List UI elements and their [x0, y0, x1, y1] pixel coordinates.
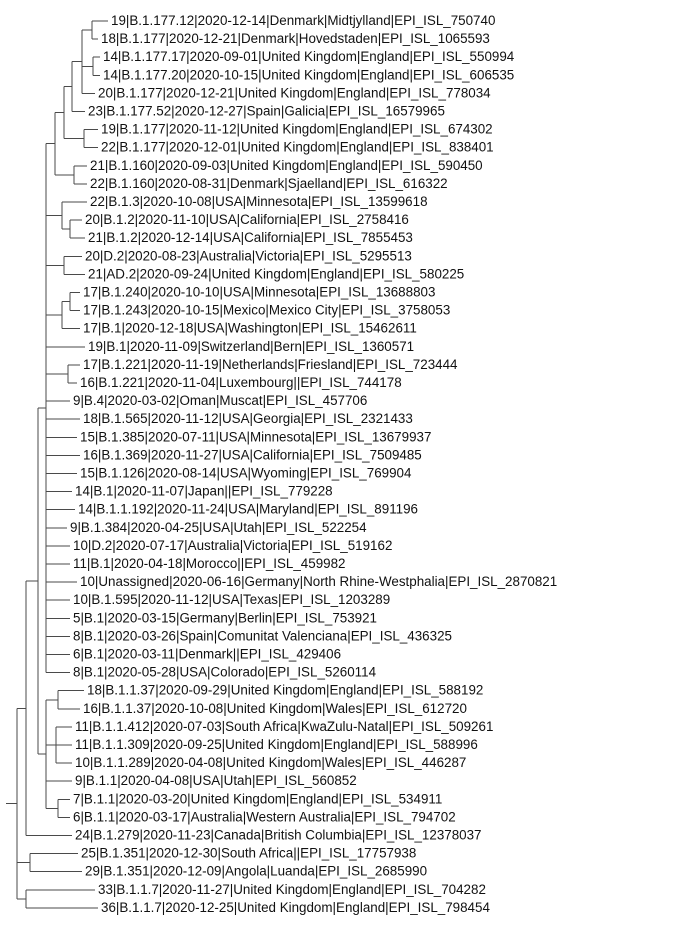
leaf-label: 14|B.1.1.192|2020-11-24|USA|Maryland|EPI… [78, 502, 418, 517]
leaf-label: 9|B.1.384|2020-04-25|USA|Utah|EPI_ISL_52… [70, 520, 367, 535]
leaf-label: 16|B.1.1.37|2020-10-08|United Kingdom|Wa… [83, 701, 467, 716]
leaf-label: 10|B.1.1.289|2020-04-08|United Kingdom|W… [75, 755, 466, 770]
leaf-label: 16|B.1.369|2020-11-27|USA|California|EPI… [83, 447, 422, 462]
leaf-label: 17|B.1.240|2020-10-10|USA|Minnesota|EPI_… [83, 285, 435, 300]
leaf-label: 20|B.1.2|2020-11-10|USA|California|EPI_I… [85, 212, 409, 227]
leaf-label: 20|D.2|2020-08-23|Australia|Victoria|EPI… [85, 248, 412, 263]
leaf-label: 9|B.1.1|2020-04-08|USA|Utah|EPI_ISL_5608… [75, 773, 357, 788]
leaf-label: 20|B.1.177|2020-12-21|United Kingdom|Eng… [98, 85, 491, 100]
leaf-label: 22|B.1.3|2020-10-08|USA|Minnesota|EPI_IS… [90, 194, 428, 209]
leaf-label: 10|Unassigned|2020-06-16|Germany|North R… [80, 574, 557, 589]
leaf-label: 6|B.1.1|2020-03-17|Australia|Western Aus… [73, 809, 456, 824]
leaf-label: 36|B.1.1.7|2020-12-25|United Kingdom|Eng… [101, 900, 490, 915]
leaf-label: 19|B.1|2020-11-09|Switzerland|Bern|EPI_I… [88, 339, 414, 354]
leaf-label: 10|B.1.595|2020-11-12|USA|Texas|EPI_ISL_… [73, 592, 390, 607]
leaf-label: 21|AD.2|2020-09-24|United Kingdom|Englan… [88, 266, 464, 281]
leaf-label: 6|B.1|2020-03-11|Denmark||EPI_ISL_429406 [73, 647, 341, 662]
leaf-label: 15|B.1.385|2020-07-11|USA|Minnesota|EPI_… [80, 429, 431, 444]
leaf-label: 18|B.1.177|2020-12-21|Denmark|Hovedstade… [101, 31, 490, 46]
leaf-label: 23|B.1.177.52|2020-12-27|Spain|Galicia|E… [88, 104, 445, 119]
leaf-label: 18|B.1.565|2020-11-12|USA|Georgia|EPI_IS… [83, 411, 413, 426]
leaf-label: 25|B.1.351|2020-12-30|South Africa||EPI_… [81, 846, 416, 861]
leaf-label: 17|B.1.221|2020-11-19|Netherlands|Friesl… [83, 357, 458, 372]
leaf-label: 11|B.1.1.412|2020-07-03|South Africa|Kwa… [75, 719, 493, 734]
leaf-label: 8|B.1|2020-03-26|Spain|Comunitat Valenci… [73, 628, 452, 643]
leaf-label: 19|B.1.177.12|2020-12-14|Denmark|Midtjyl… [111, 13, 495, 28]
leaf-label: 29|B.1.351|2020-12-09|Angola|Luanda|EPI_… [85, 864, 427, 879]
leaf-label: 11|B.1|2020-04-18|Morocco||EPI_ISL_45998… [73, 556, 346, 571]
leaf-label: 5|B.1|2020-03-15|Germany|Berlin|EPI_ISL_… [73, 610, 377, 625]
leaf-label: 21|B.1.160|2020-09-03|United Kingdom|Eng… [90, 158, 483, 173]
leaf-label: 14|B.1|2020-11-07|Japan||EPI_ISL_779228 [75, 484, 333, 499]
leaf-label: 24|B.1.279|2020-11-23|Canada|British Col… [75, 828, 482, 843]
leaf-label: 10|D.2|2020-07-17|Australia|Victoria|EPI… [73, 538, 392, 553]
leaf-label: 22|B.1.160|2020-08-31|Denmark|Sjaelland|… [90, 176, 448, 191]
leaf-label: 17|B.1.243|2020-10-15|Mexico|Mexico City… [83, 303, 450, 318]
leaf-label: 11|B.1.1.309|2020-09-25|United Kingdom|E… [75, 737, 478, 752]
leaf-label: 33|B.1.1.7|2020-11-27|United Kingdom|Eng… [98, 882, 486, 897]
leaf-label: 7|B.1.1|2020-03-20|United Kingdom|Englan… [73, 791, 442, 806]
leaf-label: 21|B.1.2|2020-12-14|USA|California|EPI_I… [88, 230, 413, 245]
leaf-label: 17|B.1|2020-12-18|USA|Washington|EPI_ISL… [83, 321, 417, 336]
leaf-label: 14|B.1.177.20|2020-10-15|United Kingdom|… [103, 67, 514, 82]
leaf-label: 16|B.1.221|2020-11-04|Luxembourg||EPI_IS… [80, 375, 402, 390]
leaf-label: 22|B.1.177|2020-12-01|United Kingdom|Eng… [101, 140, 494, 155]
leaf-label: 19|B.1.177|2020-11-12|United Kingdom|Eng… [101, 122, 493, 137]
leaf-label: 15|B.1.126|2020-08-14|USA|Wyoming|EPI_IS… [80, 466, 412, 481]
leaf-label: 8|B.1|2020-05-28|USA|Colorado|EPI_ISL_52… [73, 665, 377, 680]
leaf-label: 18|B.1.1.37|2020-09-29|United Kingdom|En… [87, 683, 483, 698]
leaf-label: 9|B.4|2020-03-02|Oman|Muscat|EPI_ISL_457… [73, 393, 367, 408]
leaf-label: 14|B.1.177.17|2020-09-01|United Kingdom|… [103, 49, 515, 64]
